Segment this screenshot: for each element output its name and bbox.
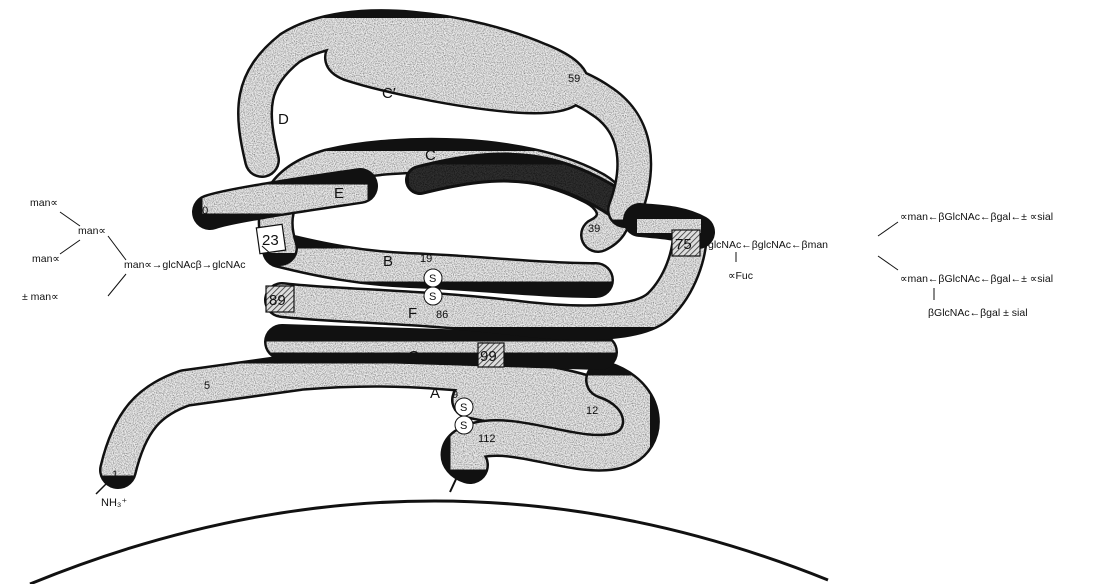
strand-label-b: B xyxy=(383,253,393,270)
strand-label-c-prime: C′ xyxy=(382,85,396,102)
svg-text:man∝: man∝ xyxy=(78,225,106,237)
cell-membrane xyxy=(30,501,828,584)
site-99: 99 xyxy=(478,343,504,367)
strand-label-c: C xyxy=(425,147,436,164)
residue-59: 59 xyxy=(568,73,580,85)
svg-text:S: S xyxy=(429,273,436,285)
svg-text:man∝: man∝ xyxy=(32,253,60,265)
strand-label-e: E xyxy=(334,185,344,202)
strand-label-f: F xyxy=(408,305,417,322)
strand-label-g: G xyxy=(408,348,420,365)
right-glycan: glcNAc←βglcNAc←βman ∝Fuc ∝man←βGlcNAc←βg… xyxy=(708,211,1053,319)
svg-text:23: 23 xyxy=(262,232,279,249)
polypeptide-backbone xyxy=(118,27,698,470)
residue-12: 12 xyxy=(586,405,598,417)
svg-text:βGlcNAc←βgal ± sial: βGlcNAc←βgal ± sial xyxy=(928,307,1028,319)
residue-1: 1 xyxy=(112,469,118,481)
residue-39: 39 xyxy=(588,223,600,235)
svg-text:S: S xyxy=(460,420,467,432)
strand-label-d: D xyxy=(278,111,289,128)
residue-86: 86 xyxy=(436,309,448,321)
svg-text:± man∝: ± man∝ xyxy=(22,291,59,303)
site-23: 23 xyxy=(256,224,285,253)
svg-text:∝Fuc: ∝Fuc xyxy=(728,270,753,282)
residue-9: 9 xyxy=(452,389,458,401)
svg-text:man∝: man∝ xyxy=(30,197,58,209)
svg-text:man∝→glcNAcβ→glcNAc: man∝→glcNAcβ→glcNAc xyxy=(124,259,245,271)
svg-text:89: 89 xyxy=(269,292,286,309)
svg-text:75: 75 xyxy=(675,236,692,253)
strand-label-a: A xyxy=(430,385,440,402)
svg-text:S: S xyxy=(429,291,436,303)
svg-text:glcNAc←βglcNAc←βman: glcNAc←βglcNAc←βman xyxy=(708,239,828,251)
svg-text:∝man←βGlcNAc←βgal←± ∝sial: ∝man←βGlcNAc←βgal←± ∝sial xyxy=(900,273,1053,285)
svg-text:∝man←βGlcNAc←βgal←± ∝sial: ∝man←βGlcNAc←βgal←± ∝sial xyxy=(900,211,1053,223)
residue-5: 5 xyxy=(204,380,210,392)
svg-text:99: 99 xyxy=(480,348,497,365)
n-terminus-label: NH₃⁺ xyxy=(101,497,127,509)
site-75: 75 xyxy=(672,230,700,256)
residue-112: 112 xyxy=(478,433,496,445)
site-89: 89 xyxy=(266,286,294,312)
residue-19: 19 xyxy=(420,253,432,265)
residue-70: 70 xyxy=(196,205,208,217)
svg-text:S: S xyxy=(460,402,467,414)
